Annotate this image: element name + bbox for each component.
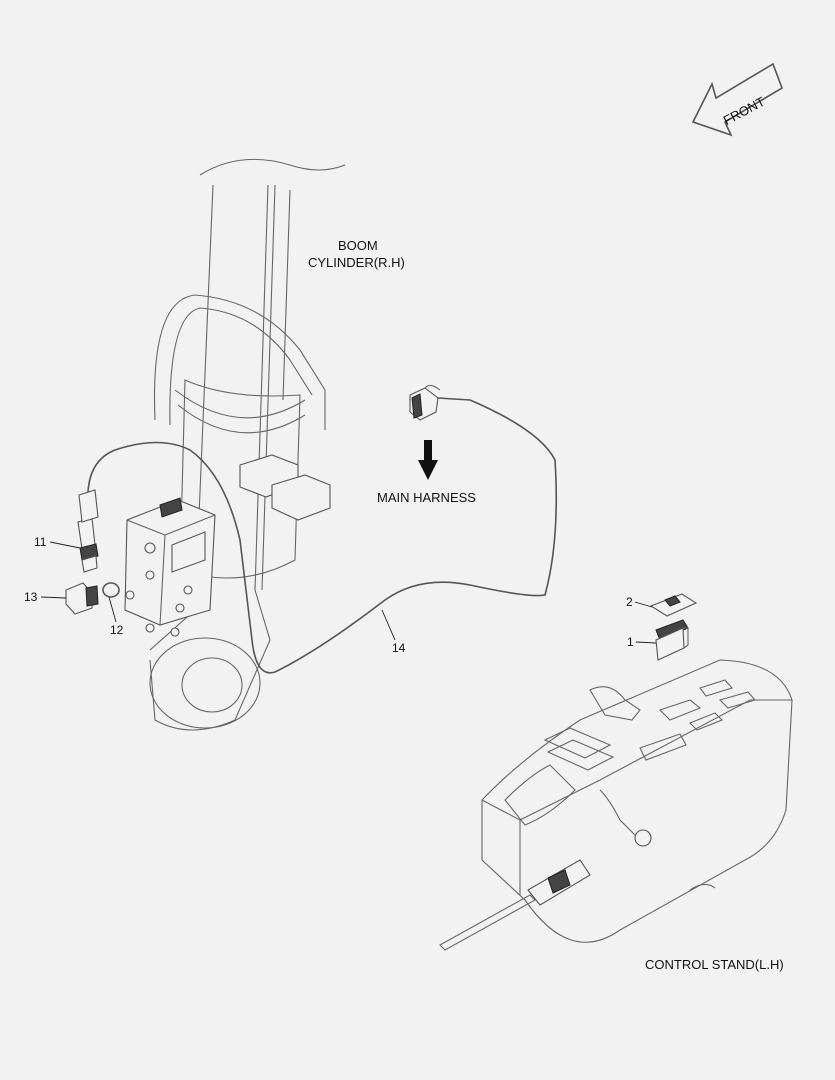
part-13-adapter [65,582,99,615]
valve-block [124,497,216,637]
boom-cylinder-label-line1: BOOM [338,238,378,253]
boom-cylinder-label-line2: CYLINDER(R.H) [308,255,405,270]
control-stand-label: CONTROL STAND(L.H) [645,957,784,972]
callout-13: 13 [24,590,38,604]
front-arrow: FRONT [691,62,783,137]
part-11-sensor [77,489,99,573]
part-14-harness-wire [87,397,558,674]
callout-11: 11 [34,535,47,549]
main-harness-label: MAIN HARNESS [377,490,476,505]
part-1-switch [655,619,689,661]
part-12-o-ring [102,582,120,598]
leader-13 [40,596,67,599]
down-arrow-icon [418,440,438,480]
part-2-switch-cover [649,593,698,617]
leader-2 [634,601,653,608]
main-harness-connector [409,384,441,421]
boom-cylinder [149,158,346,731]
callout-2: 2 [626,595,633,609]
leader-11 [49,541,81,549]
leader-12 [108,596,117,623]
callout-12: 12 [110,623,124,637]
control-stand [439,659,793,951]
leader-14 [381,609,396,641]
front-label: FRONT [721,94,768,128]
callout-14: 14 [392,641,406,655]
callout-1: 1 [627,635,634,649]
leader-1 [635,641,657,644]
